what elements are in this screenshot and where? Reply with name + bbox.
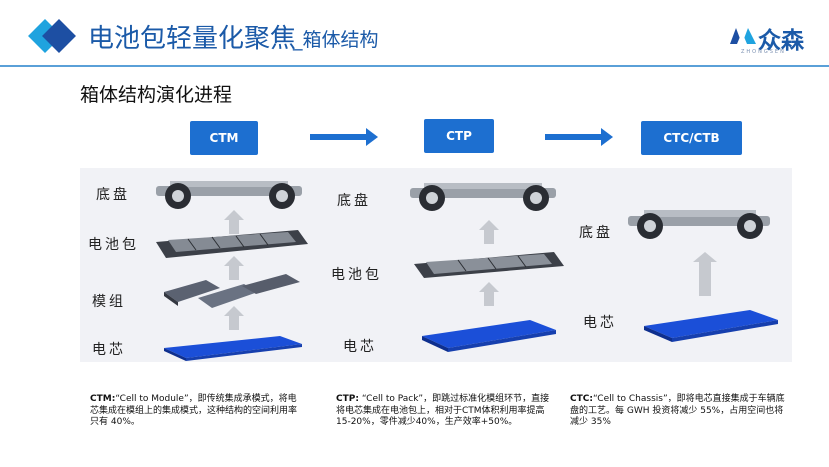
battery-pack-image: [156, 230, 308, 258]
slide-subtitle: _箱体结构: [293, 29, 379, 51]
logo-icon: [730, 28, 756, 44]
caption-text: “Cell to Pack”，即跳过标准化模组环节，直接将电芯集成在电池包上，相…: [336, 394, 550, 427]
ctm-label-cell: 电芯: [92, 342, 126, 358]
chassis-image: [410, 183, 556, 211]
arrow-right-icon: [545, 128, 613, 146]
caption-text: “Cell to Chassis”，即将电芯直接集成于车辆底盘的工艺。每 GWH…: [570, 394, 785, 427]
ctm-label-module: 模组: [92, 294, 126, 310]
logo-text: 众森: [758, 28, 804, 54]
arrow-up-icon: [479, 220, 499, 244]
caption-text: “Cell to Module”，即传统集成承模式，将电芯集成在模组上的集成模式…: [90, 394, 298, 427]
caption-ctm: CTM:“Cell to Module”，即传统集成承模式，将电芯集成在模组上的…: [90, 394, 302, 429]
section-title: 箱体结构演化进程: [80, 84, 233, 106]
stage-ctc-ctb: CTC/CTB: [641, 121, 742, 155]
ctm-label-pack: 电池包: [88, 237, 139, 253]
arrow-up-icon: [224, 210, 244, 234]
cell-image: [422, 320, 556, 352]
caption-term: CTC:: [570, 394, 593, 404]
chassis-image: [628, 210, 770, 239]
module-image: [164, 274, 300, 308]
slide-title: 电池包轻量化聚焦: [88, 24, 297, 54]
caption-ctp: CTP: “Cell to Pack”，即跳过标准化模组环节，直接将电芯集成在电…: [336, 394, 550, 429]
arrow-up-icon: [693, 252, 717, 296]
stage-ctp: CTP: [424, 119, 494, 153]
ctc-label-chassis: 底盘: [579, 225, 613, 241]
ctp-label-chassis: 底盘: [337, 193, 371, 209]
arrow-up-icon: [224, 306, 244, 330]
arrow-right-icon: [310, 128, 378, 146]
ctp-label-pack: 电池包: [331, 267, 382, 283]
cell-image: [644, 310, 778, 342]
logo-subtext: ZHONGSEN: [741, 49, 786, 55]
arrow-up-icon: [224, 256, 244, 280]
cell-image: [164, 336, 302, 361]
ctm-label-chassis: 底盘: [96, 187, 130, 203]
arrow-up-icon: [479, 282, 499, 306]
caption-term: CTM:: [90, 394, 116, 404]
header-divider: [0, 65, 829, 67]
stage-ctm: CTM: [190, 121, 258, 155]
chassis-image: [156, 181, 302, 209]
caption-ctc: CTC:“Cell to Chassis”，即将电芯直接集成于车辆底盘的工艺。每…: [570, 394, 792, 429]
ctc-label-cell: 电芯: [583, 315, 617, 331]
caption-term: CTP:: [336, 394, 359, 404]
ctp-label-cell: 电芯: [343, 339, 377, 355]
battery-pack-image: [414, 252, 564, 278]
